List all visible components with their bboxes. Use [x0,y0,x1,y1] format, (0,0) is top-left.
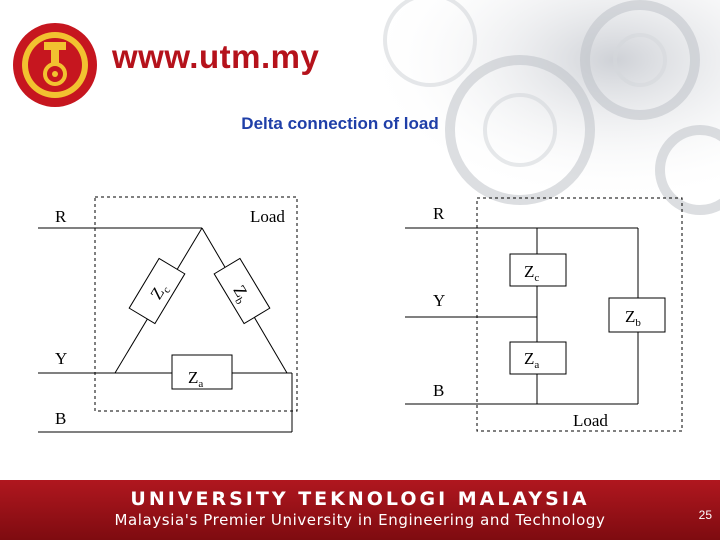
equiv-zb-label: Zb [625,307,641,329]
equivalent-load-diagram: R Y B Load Zc Za Zb [405,197,683,432]
delta-line-label-r: R [55,207,67,226]
footer-tagline: Malaysia's Premier University in Enginee… [114,511,606,529]
delta-connection-diagrams: R Y B Load Za Zc Zb R Y B Load Zc Za Zb [38,196,683,433]
equiv-line-label-r: R [433,204,445,223]
background-gears [300,0,720,240]
delta-load-label: Load [250,207,285,226]
equiv-za-label: Za [524,349,539,371]
delta-line-label-y: Y [55,349,67,368]
delta-za-label: Za [188,368,203,390]
equiv-zc-label: Zc [524,262,539,284]
delta-line-label-b: B [55,409,66,428]
footer-banner: UNIVERSITY TEKNOLOGI MALAYSIA Malaysia's… [0,480,720,540]
equiv-line-label-y: Y [433,291,445,310]
footer-university-name: UNIVERSITY TEKNOLOGI MALAYSIA [130,488,590,510]
slide-title: Delta connection of load [241,114,439,133]
site-url[interactable]: www.utm.my [112,38,320,75]
equiv-load-label: Load [573,411,608,430]
page-number: 25 [698,508,712,522]
delta-load-diagram: R Y B Load Za Zc Zb [38,196,298,433]
equiv-line-label-b: B [433,381,444,400]
utm-crest-icon [13,23,97,107]
